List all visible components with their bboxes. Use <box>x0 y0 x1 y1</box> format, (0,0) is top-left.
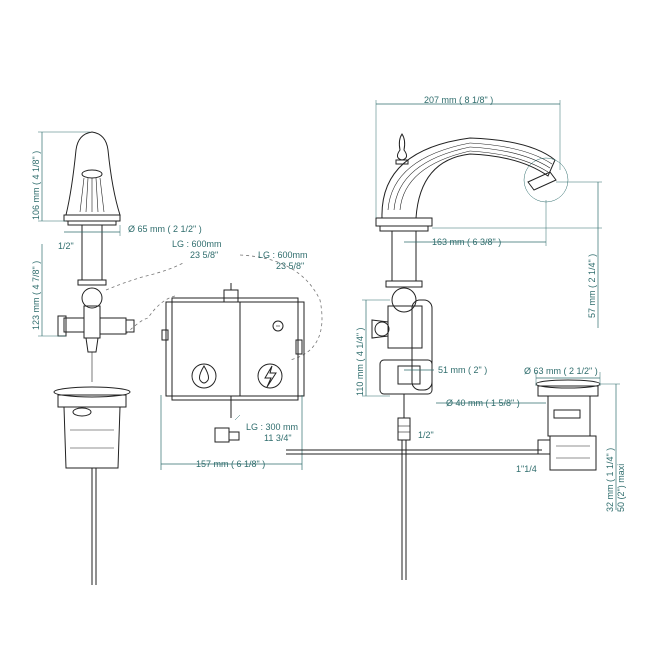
shank-offset-label: 51 mm ( 2" ) <box>438 365 487 375</box>
handle-body-height-label: 123 mm ( 4 7/8" ) <box>31 261 41 330</box>
drain-diameter-label: Ø 63 mm ( 2 1/2" ) <box>524 366 598 376</box>
total-width-label: 207 mm ( 8 1/8" ) <box>424 95 493 105</box>
thread-right-label: 1/2" <box>418 430 434 440</box>
left-handle-assembly <box>53 131 135 585</box>
drain-inner-label: Ø 40 mm ( 1 5/8" ) <box>446 398 520 408</box>
handle-height-label: 106 mm ( 4 1/8" ) <box>31 151 41 220</box>
left-dimensions: 106 mm ( 4 1/8" ) 123 mm ( 4 7/8" ) Ø 65… <box>31 131 222 337</box>
cable-mid-length: LG : 600mm <box>258 250 308 260</box>
spout-reach-label: 163 mm ( 6 3/8" ) <box>432 237 501 247</box>
cable-short-length: LG : 300 mm <box>246 422 298 432</box>
thread-left-label: 1/2" <box>58 241 74 251</box>
right-dimensions: 207 mm ( 8 1/8" ) 163 mm ( 6 3/8" ) 57 m… <box>355 95 626 512</box>
cable-mid-length-inch: 23 5/8" <box>276 261 304 271</box>
lightning-icon <box>257 363 283 389</box>
spout-height-label: 57 mm ( 2 1/4" ) <box>587 254 597 318</box>
cable-left-length: LG : 600mm <box>172 239 222 249</box>
control-box <box>161 283 305 443</box>
cable-short-length-inch: 11 3/4" <box>264 433 292 443</box>
water-drop-icon <box>191 363 217 389</box>
drain-depth-max-label: 50 (2") maxi <box>616 464 626 512</box>
drain-thread-label: 1"1/4 <box>516 464 537 474</box>
center-dimensions: LG : 600mm 23 5/8" 157 mm ( 6 1/8" ) LG … <box>160 250 308 470</box>
box-width-label: 157 mm ( 6 1/8" ) <box>196 459 265 469</box>
cables <box>105 254 323 361</box>
handle-diameter-label: Ø 65 mm ( 2 1/2" ) <box>128 224 202 234</box>
cable-left-length-inch: 23 5/8" <box>190 250 218 260</box>
right-spout-assembly <box>286 133 601 580</box>
body-height-label: 110 mm ( 4 1/4" ) <box>355 327 365 396</box>
drain-depth-label: 32 mm ( 1 1/4" ) <box>605 448 615 512</box>
